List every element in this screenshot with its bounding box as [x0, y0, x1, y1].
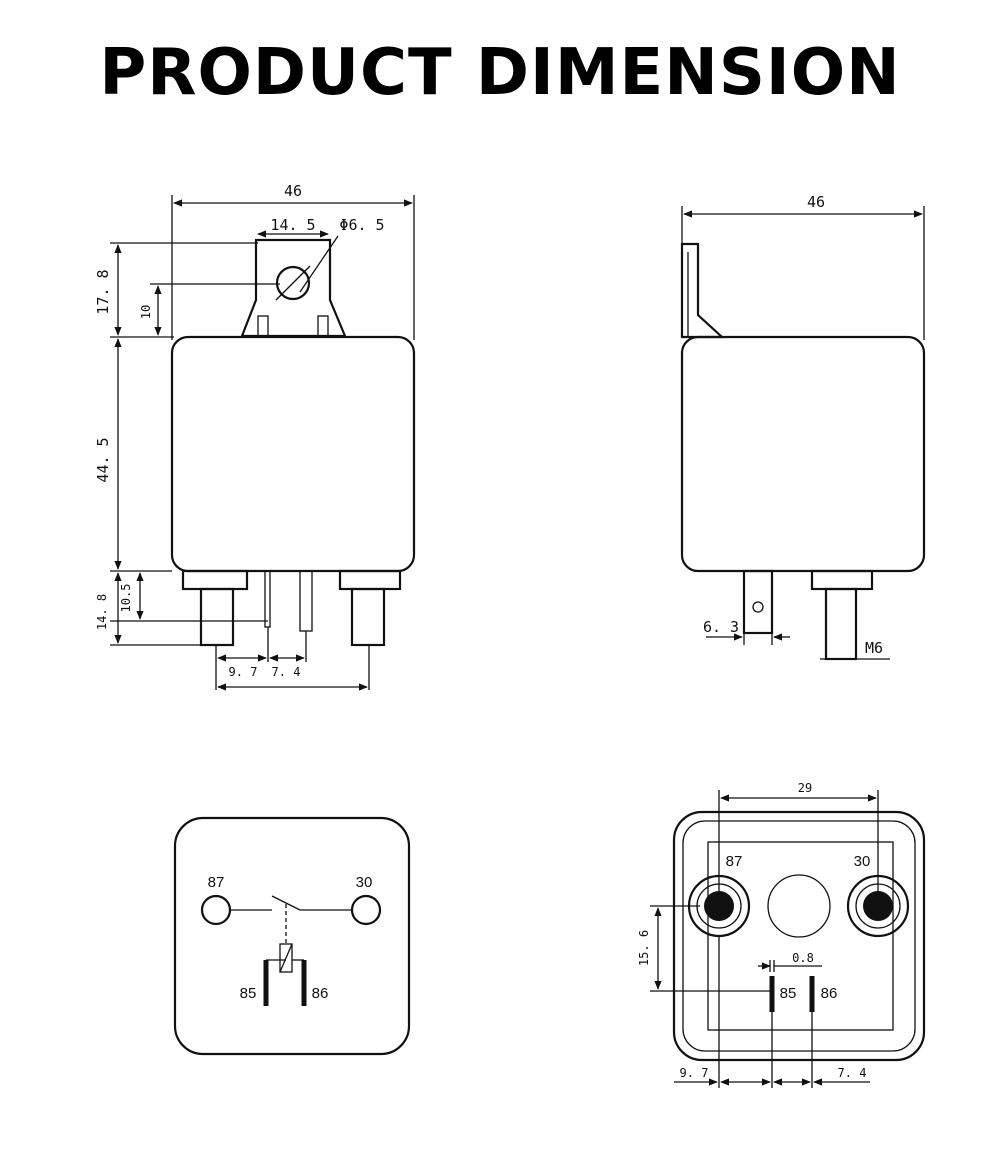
- bottom-85-label: 85: [780, 985, 797, 1002]
- tab-width-label: 14. 5: [270, 216, 315, 234]
- bottom-view: 29 87 30 15. 6 85 86 0.8: [637, 781, 926, 1088]
- side-width-label: 46: [807, 193, 825, 211]
- center-boss: [767, 874, 831, 938]
- bottom-86-label: 86: [821, 985, 838, 1002]
- side-view: 46 6. 3 M6: [680, 193, 926, 661]
- hole-offset-label: 10: [139, 305, 153, 319]
- coil-pin-85: [264, 570, 271, 628]
- stud-left: [199, 587, 235, 647]
- schematic-frame: [173, 816, 411, 1056]
- stud-30-outer: [846, 874, 910, 938]
- front-width-label: 46: [284, 182, 302, 200]
- side-tab: [680, 242, 725, 339]
- body-height-label: 44. 5: [94, 437, 112, 482]
- side-flat-pin: [742, 569, 774, 635]
- page-title: PRODUCT DIMENSION: [99, 36, 901, 110]
- bottom-30-label: 30: [854, 853, 871, 870]
- bottom-pitch-a-label: 9. 7: [680, 1066, 709, 1080]
- tab-height-label: 17. 8: [94, 269, 112, 314]
- switch-contact: [271, 895, 301, 911]
- schematic-87-label: 87: [208, 874, 225, 891]
- stud-right: [350, 587, 386, 647]
- front-pitch-b-label: 7. 4: [272, 665, 301, 679]
- coil-symbol: [279, 943, 293, 973]
- coil-pin-86: [299, 570, 313, 632]
- tab-thickness-label: 6. 3: [703, 618, 739, 636]
- bottom-pitch-label: 29: [798, 781, 812, 795]
- stud-87: [704, 891, 734, 921]
- pin-long-label: 14. 8: [95, 594, 109, 630]
- terminal-base-right: [338, 569, 402, 591]
- hole-diameter-label: Φ6. 5: [339, 216, 384, 234]
- schematic-86-label: 86: [312, 985, 329, 1002]
- pin-short-label: 10.5: [119, 584, 133, 613]
- mounting-hole: [275, 265, 311, 301]
- stud-30: [863, 891, 893, 921]
- relay-body-side: [680, 335, 926, 573]
- thread-label: M6: [865, 639, 883, 657]
- pin-thickness-label: 0.8: [792, 951, 814, 965]
- side-stud: [824, 587, 858, 661]
- bottom-pitch-b-label: 7. 4: [838, 1066, 867, 1080]
- wiring-schematic: 87 30 85 86: [173, 816, 411, 1056]
- bottom-87-label: 87: [726, 853, 743, 870]
- front-view: 46 14. 5 Φ6. 5 17. 8 10 44. 5: [94, 182, 416, 691]
- side-terminal-base: [810, 569, 874, 591]
- relay-body-front: [170, 335, 416, 573]
- schematic-85-label: 85: [240, 985, 257, 1002]
- bottom-housing-outer: [672, 810, 926, 1062]
- schematic-30-label: 30: [356, 874, 373, 891]
- terminal-30-circle: [350, 894, 382, 926]
- front-pitch-a-label: 9. 7: [229, 665, 258, 679]
- terminal-87-circle: [200, 894, 232, 926]
- bottom-offset-label: 15. 6: [637, 930, 651, 966]
- terminal-base-left: [181, 569, 249, 591]
